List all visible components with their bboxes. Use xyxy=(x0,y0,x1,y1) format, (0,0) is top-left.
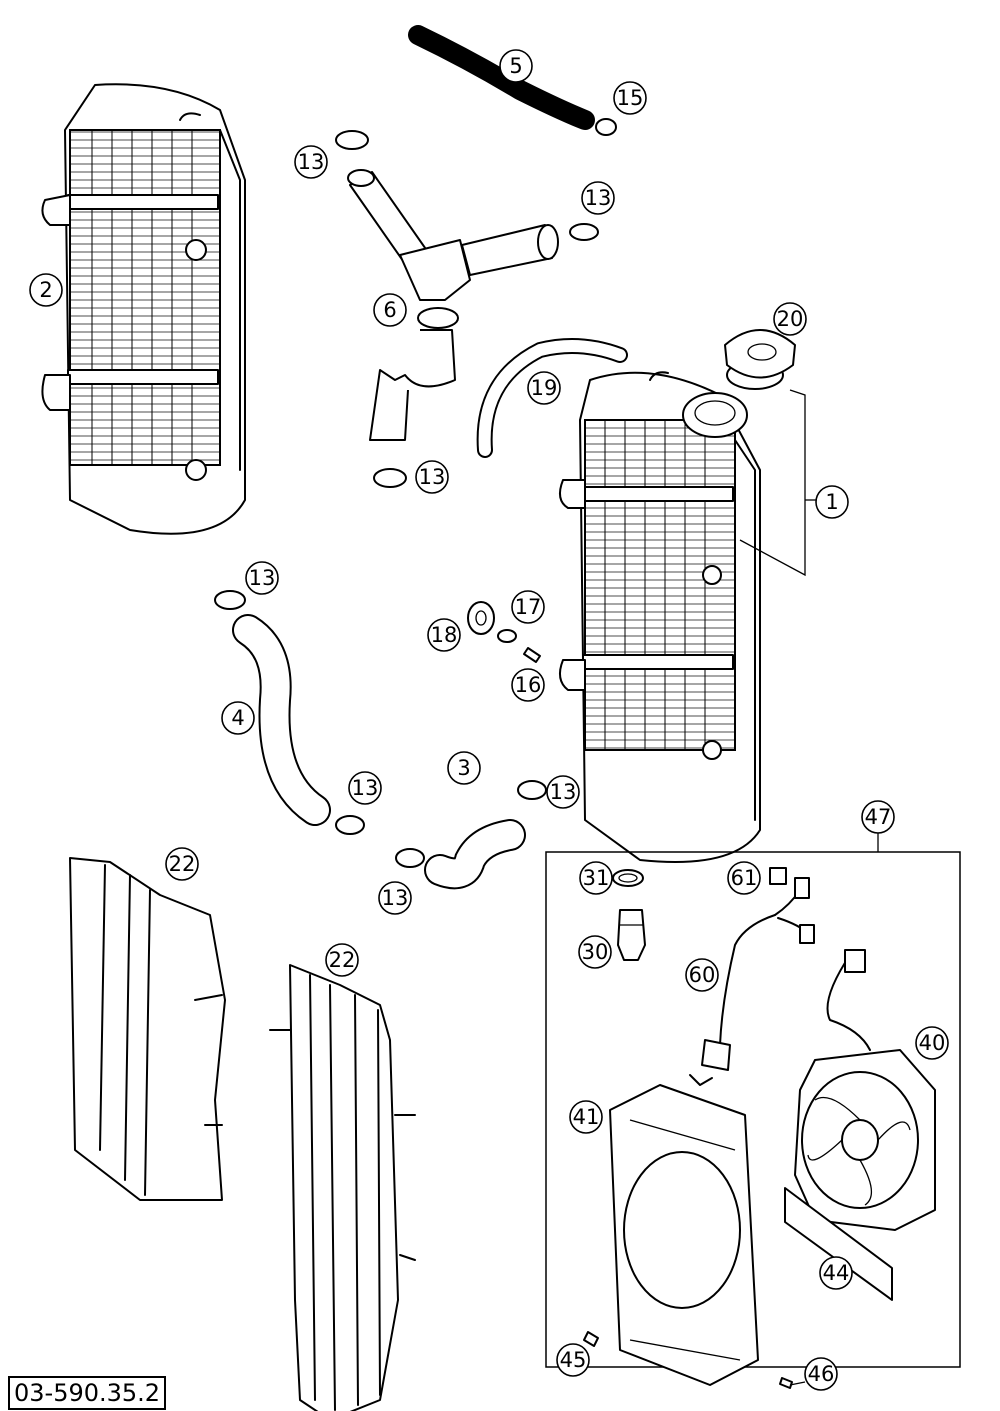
callout-44-label: 44 xyxy=(823,1261,850,1285)
callout-3-label: 3 xyxy=(457,756,470,780)
callout-61-label: 61 xyxy=(731,866,758,890)
callout-16-label: 16 xyxy=(515,673,542,697)
callout-13-d-label: 13 xyxy=(249,566,276,590)
callout-22-a: 22 xyxy=(165,847,199,881)
callout-40-label: 40 xyxy=(919,1031,946,1055)
callout-40: 40 xyxy=(915,1026,949,1060)
callout-30-label: 30 xyxy=(582,940,609,964)
callout-20-label: 20 xyxy=(777,307,804,331)
callout-15-label: 15 xyxy=(617,86,644,110)
callout-47-label: 47 xyxy=(865,805,892,829)
callout-13-e-label: 13 xyxy=(352,776,379,800)
callout-18: 18 xyxy=(427,618,461,652)
callout-45: 45 xyxy=(556,1343,590,1377)
callout-41-label: 41 xyxy=(573,1105,600,1129)
hose-clamp-15 xyxy=(595,118,617,136)
callout-3: 3 xyxy=(447,751,481,785)
callout-31-label: 31 xyxy=(583,866,610,890)
callout-13-c-label: 13 xyxy=(419,465,446,489)
radiator-spoiler-left xyxy=(69,857,226,1201)
drawing-number: 03-590.35.2 xyxy=(8,1376,167,1410)
callout-46: 46 xyxy=(804,1357,838,1391)
callout-13-a-label: 13 xyxy=(298,150,325,174)
callout-16: 16 xyxy=(511,668,545,702)
callout-19: 19 xyxy=(527,371,561,405)
callout-19-label: 19 xyxy=(531,376,558,400)
callout-13-g-label: 13 xyxy=(550,780,577,804)
callout-30: 30 xyxy=(578,935,612,969)
callout-60-label: 60 xyxy=(689,963,716,987)
fan-kit-parts xyxy=(583,867,936,1389)
callout-44: 44 xyxy=(819,1256,853,1290)
callout-22-b: 22 xyxy=(325,943,359,977)
right-radiator xyxy=(558,371,818,863)
callout-60: 60 xyxy=(685,958,719,992)
callout-5: 5 xyxy=(499,49,533,83)
callout-4-label: 4 xyxy=(231,706,244,730)
callout-13-f: 13 xyxy=(378,881,412,915)
callout-47: 47 xyxy=(861,800,895,834)
y-hose-6 xyxy=(347,169,559,441)
radiator-cap xyxy=(724,329,796,390)
callout-45-label: 45 xyxy=(560,1348,587,1372)
callout-18-label: 18 xyxy=(431,623,458,647)
callout-2: 2 xyxy=(29,273,63,307)
callout-5-label: 5 xyxy=(509,54,522,78)
callout-61: 61 xyxy=(727,861,761,895)
callout-22-a-label: 22 xyxy=(169,852,196,876)
callout-13-b-label: 13 xyxy=(585,186,612,210)
callout-13-f-label: 13 xyxy=(382,886,409,910)
callout-22-b-label: 22 xyxy=(329,948,356,972)
callout-4: 4 xyxy=(221,701,255,735)
hose-clamps xyxy=(214,130,599,868)
callout-41: 41 xyxy=(569,1100,603,1134)
hose-3 xyxy=(424,819,526,890)
callout-6: 6 xyxy=(373,293,407,327)
radiator-spoiler-right xyxy=(269,964,416,1411)
callout-31: 31 xyxy=(579,861,613,895)
callout-13-d: 13 xyxy=(245,561,279,595)
hose-5 xyxy=(408,25,595,130)
callout-13-b: 13 xyxy=(581,181,615,215)
callout-46-label: 46 xyxy=(808,1362,835,1386)
callout-17: 17 xyxy=(511,590,545,624)
callout-13-e: 13 xyxy=(348,771,382,805)
callout-6-label: 6 xyxy=(383,298,396,322)
hose-4 xyxy=(232,614,331,826)
callout-1: 1 xyxy=(815,485,849,519)
callout-20: 20 xyxy=(773,302,807,336)
callout-13-c: 13 xyxy=(415,460,449,494)
hose-19 xyxy=(476,338,628,458)
callout-2-label: 2 xyxy=(39,278,52,302)
callout-15: 15 xyxy=(613,81,647,115)
callout-13-a: 13 xyxy=(294,145,328,179)
left-radiator xyxy=(41,83,246,535)
callout-17-label: 17 xyxy=(515,595,542,619)
grommet-18-washer-17-screw-16 xyxy=(467,601,541,663)
callout-13-g: 13 xyxy=(546,775,580,809)
callout-1-label: 1 xyxy=(825,490,838,514)
